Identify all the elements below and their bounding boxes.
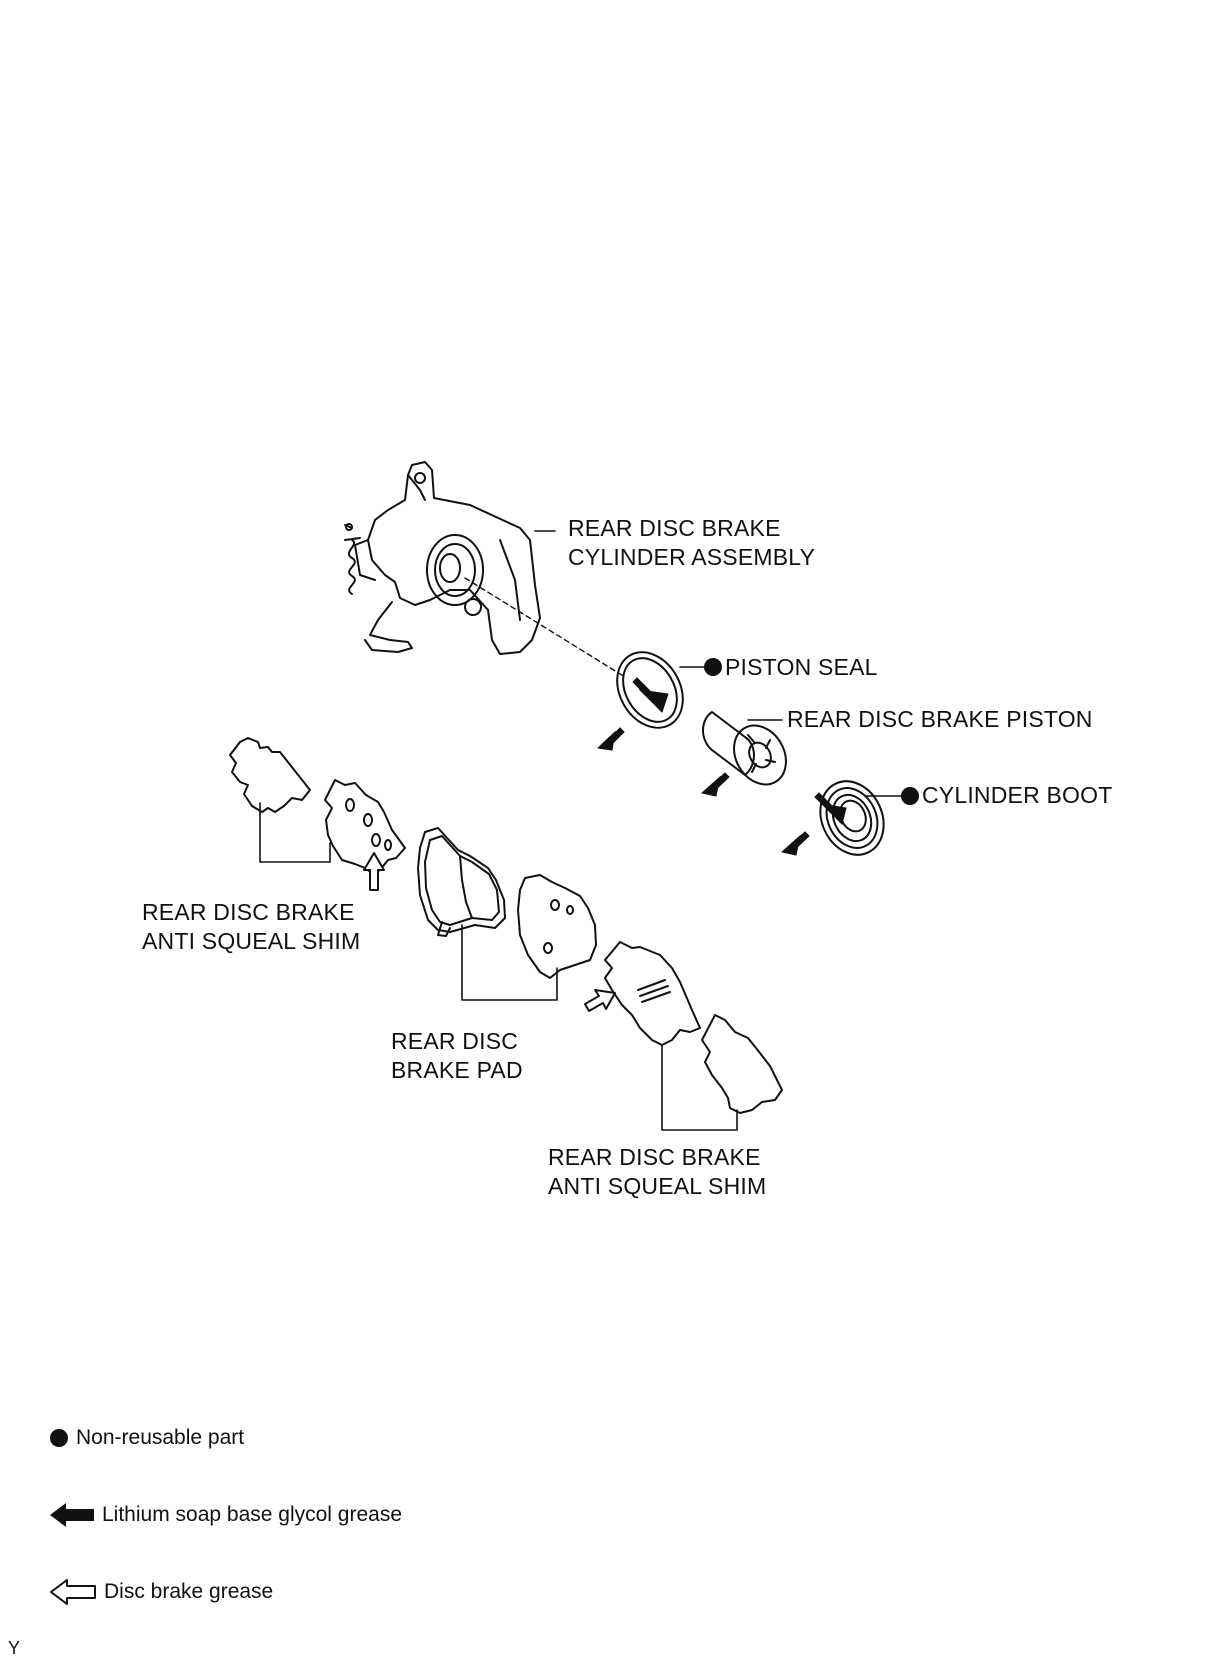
label-cylinder-assembly: REAR DISC BRAKE CYLINDER ASSEMBLY [568,515,816,570]
left-shim-drawing [229,737,406,875]
legend-lithium-grease: Lithium soap base glycol grease [48,1500,402,1530]
leader-lines [259,530,907,1131]
filled-arrow-icon [780,831,810,856]
lithium-grease-arrows [596,677,847,856]
non-reusable-markers [704,658,919,805]
legend-non-reusable-text: Non-reusable part [76,1426,245,1449]
disc-grease-arrows [363,852,616,1012]
right-shim-drawing [604,941,783,1114]
cylinder-assembly-drawing [344,461,541,655]
outline-arrow-icon [584,989,616,1012]
filled-circle-icon [50,1429,68,1447]
brake-pad-drawing [417,827,597,979]
cylinder-boot-dot [901,787,919,805]
label-brake-pad: REAR DISC BRAKE PAD [391,1028,523,1083]
label-cylinder-boot: CYLINDER BOOT [922,782,1113,808]
label-shim-left: REAR DISC BRAKE ANTI SQUEAL SHIM [142,899,361,954]
piston-seal-drawing [616,651,684,729]
legend-disc-grease-text: Disc brake grease [104,1580,274,1603]
label-piston-seal: PISTON SEAL [725,654,878,680]
cylinder-boot-drawing [819,780,885,856]
filled-arrow-icon [814,792,847,825]
label-shim-right: REAR DISC BRAKE ANTI SQUEAL SHIM [548,1144,767,1199]
outline-arrow-icon [50,1579,96,1605]
label-piston: REAR DISC BRAKE PISTON [787,706,1093,732]
filled-arrow-icon [700,772,730,797]
filled-arrow-icon [596,727,625,751]
piston-seal-dot [704,658,722,676]
piston-drawing [702,711,787,786]
assembly-centerline [464,577,626,678]
legend-lithium-grease-text: Lithium soap base glycol grease [102,1503,403,1526]
legend-disc-grease: Disc brake grease [48,1577,273,1607]
filled-arrow-icon [632,677,669,713]
outline-arrow-icon [363,852,385,891]
filled-arrow-icon [50,1503,94,1527]
legend-non-reusable: Non-reusable part [48,1426,244,1450]
corner-mark: Y [8,1638,21,1658]
